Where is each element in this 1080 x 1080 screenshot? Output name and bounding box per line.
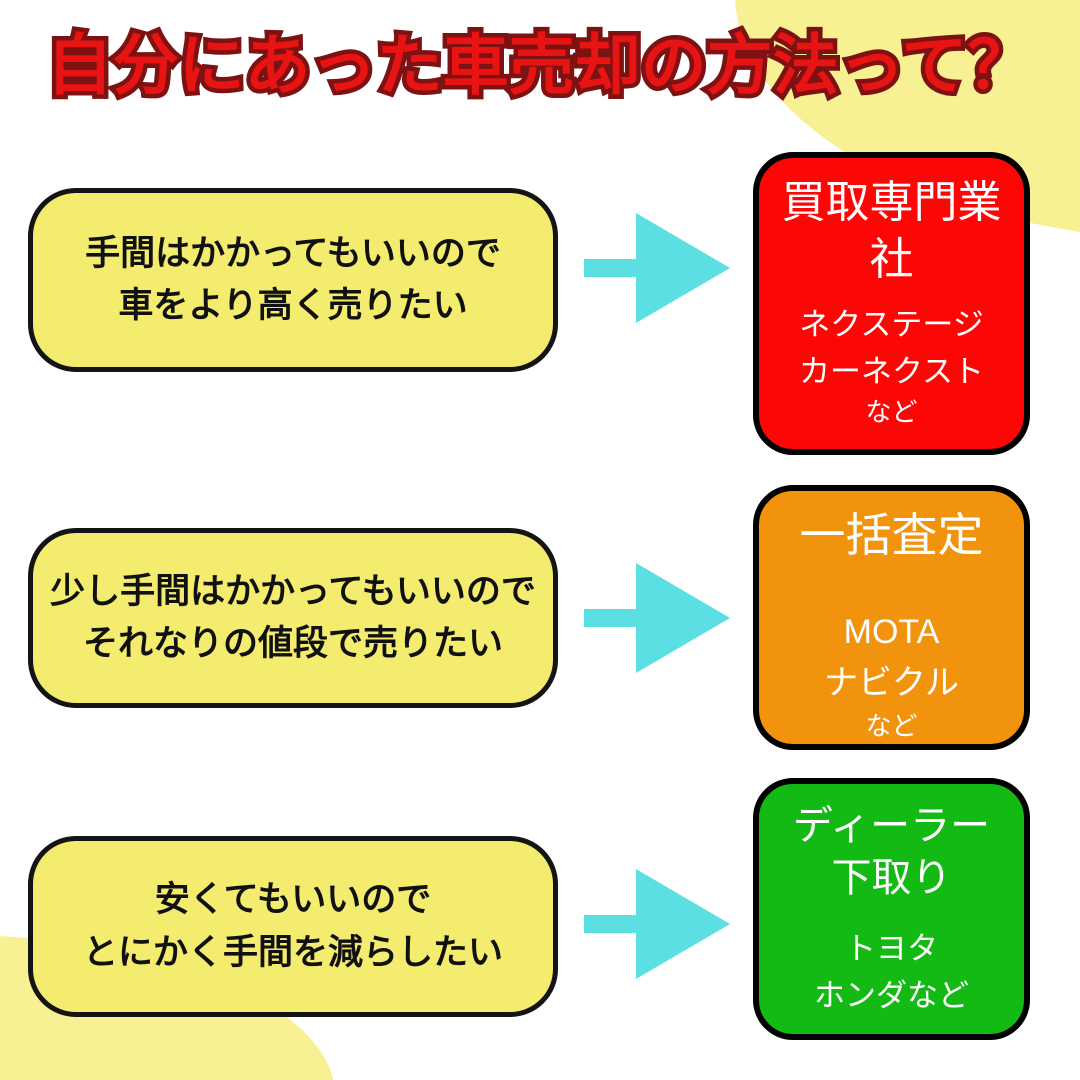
need-line: それなりの値段で売りたい (82, 624, 503, 663)
arrow-right-icon (584, 869, 730, 979)
method-item: ホンダなど (814, 977, 969, 1013)
method-box-buyback-specialist: 買取専門業 社 ネクステージ カーネクスト など (753, 152, 1030, 455)
method-item: トヨタ (845, 931, 938, 966)
page-title-outline: 自分にあった車売却の方法って？ (42, 23, 1038, 106)
method-item: ネクステージ (799, 307, 984, 343)
need-line: 少し手間はかかってもいいので (50, 571, 536, 611)
method-box-bulk-assessment: 一括査定 MOTA ナビクル など (753, 485, 1030, 750)
page-title: 自分にあった車売却の方法って？ 自分にあった車売却の方法って？ (0, 23, 1080, 106)
need-line: とにかく手間を減らしたい (82, 932, 503, 972)
method-note: など (865, 397, 918, 428)
method-title-line: 買取専門業 (781, 178, 1002, 227)
method-title-line: ディーラー (792, 804, 991, 848)
need-line: 車をより高く売りたい (118, 286, 468, 325)
page-title-text: 自分にあった車売却の方法って？ (46, 28, 1034, 102)
arrow-right-icon (584, 213, 730, 323)
method-items: MOTA ナビクル (824, 607, 959, 709)
need-box-sell-higher: 手間はかかってもいいので 車をより高く売りたい (28, 188, 558, 372)
method-title-line: 社 (869, 235, 914, 285)
method-item: カーネクスト (798, 353, 985, 389)
need-box-less-hassle: 安くてもいいので とにかく手間を減らしたい (28, 836, 558, 1017)
method-title: 買取専門業 社 (782, 174, 1002, 288)
arrow-right-icon (584, 563, 730, 673)
need-line: 安くてもいいので (154, 880, 432, 919)
method-items: ネクステージ カーネクスト (799, 302, 984, 395)
method-title: 一括査定 (800, 507, 984, 565)
method-item: MOTA (843, 612, 940, 651)
method-box-dealer-tradein: ディーラー 下取り トヨタ ホンダなど (753, 778, 1030, 1040)
method-title: ディーラー 下取り (793, 800, 990, 904)
method-title-line: 下取り (831, 856, 952, 900)
method-item: ナビクル (824, 663, 959, 702)
method-title-line: 一括査定 (799, 509, 984, 561)
method-items: トヨタ ホンダなど (814, 926, 969, 1019)
need-box-decent-price: 少し手間はかかってもいいので それなりの値段で売りたい (28, 528, 558, 708)
need-line: 手間はかかってもいいので (85, 233, 501, 273)
method-note: など (865, 710, 918, 741)
